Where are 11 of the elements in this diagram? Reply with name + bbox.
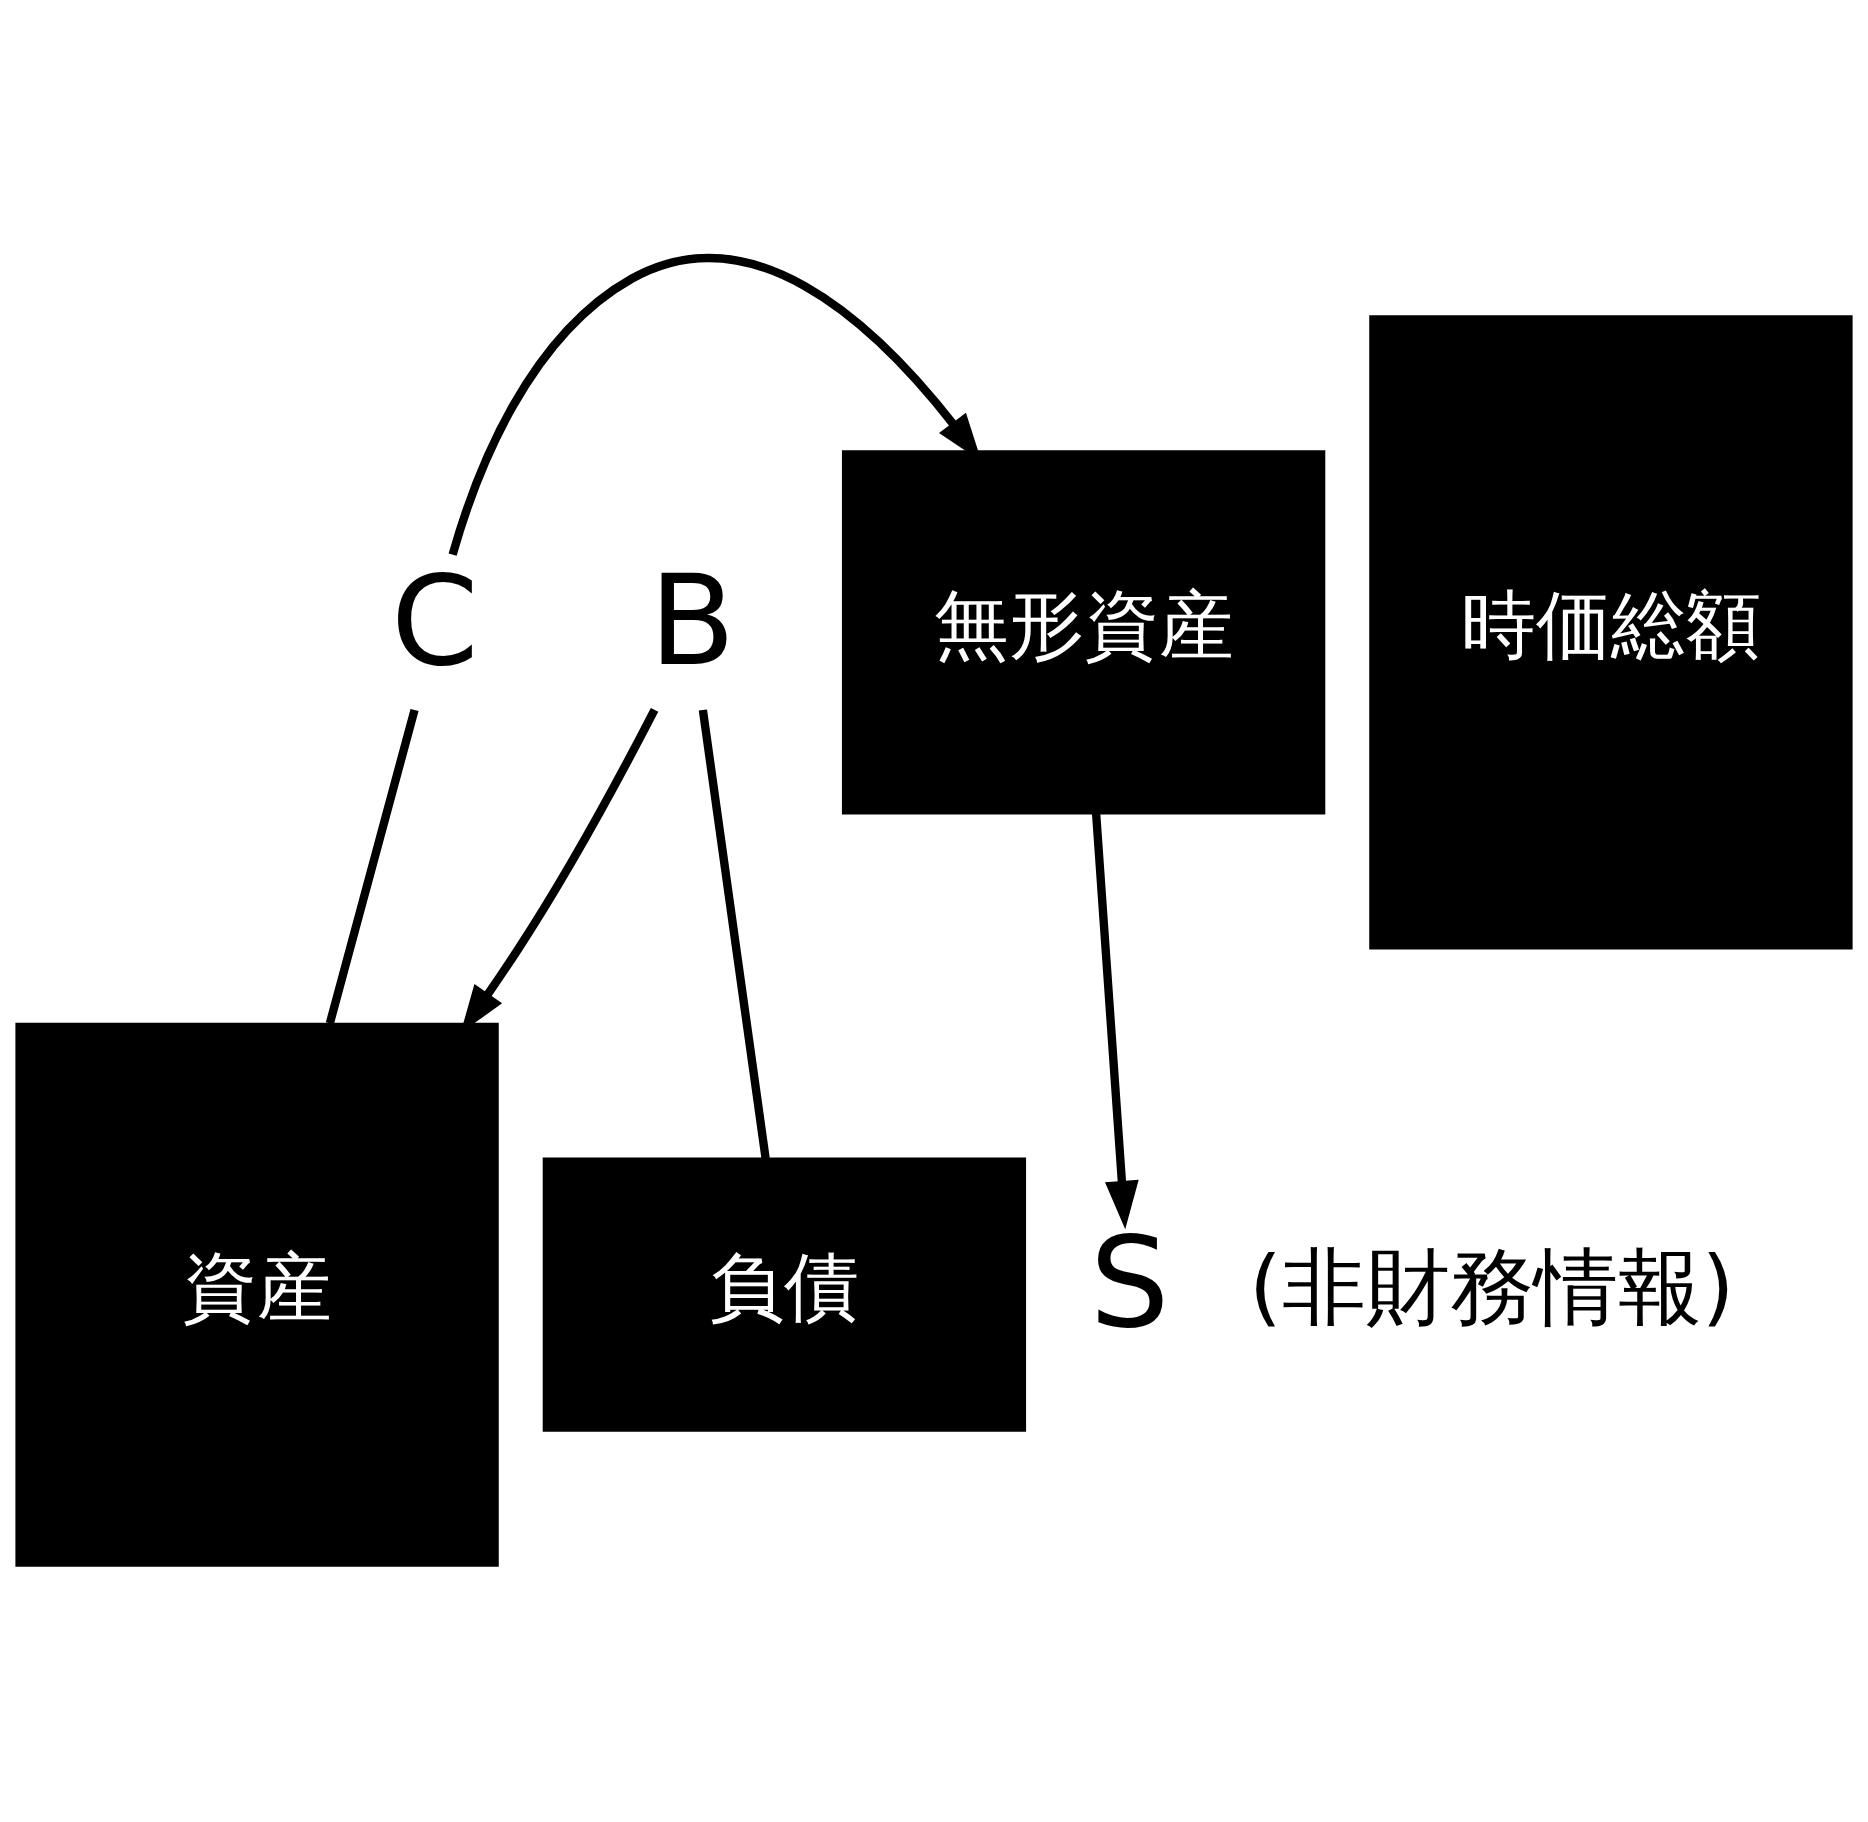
node-label: (非財務情報) — [1248, 1237, 1735, 1336]
node-text: B — [649, 546, 736, 694]
node-box: 時価総額 — [1369, 314, 1853, 949]
node-box: 無形資産 — [841, 449, 1326, 814]
node-box: 資産 — [15, 1022, 499, 1567]
node-text: S — [1089, 1208, 1170, 1356]
connector — [325, 708, 419, 1024]
node-box: 負債 — [542, 1157, 1027, 1432]
arrow — [1091, 812, 1139, 1229]
node-text: C — [391, 546, 479, 694]
connector — [698, 708, 770, 1159]
